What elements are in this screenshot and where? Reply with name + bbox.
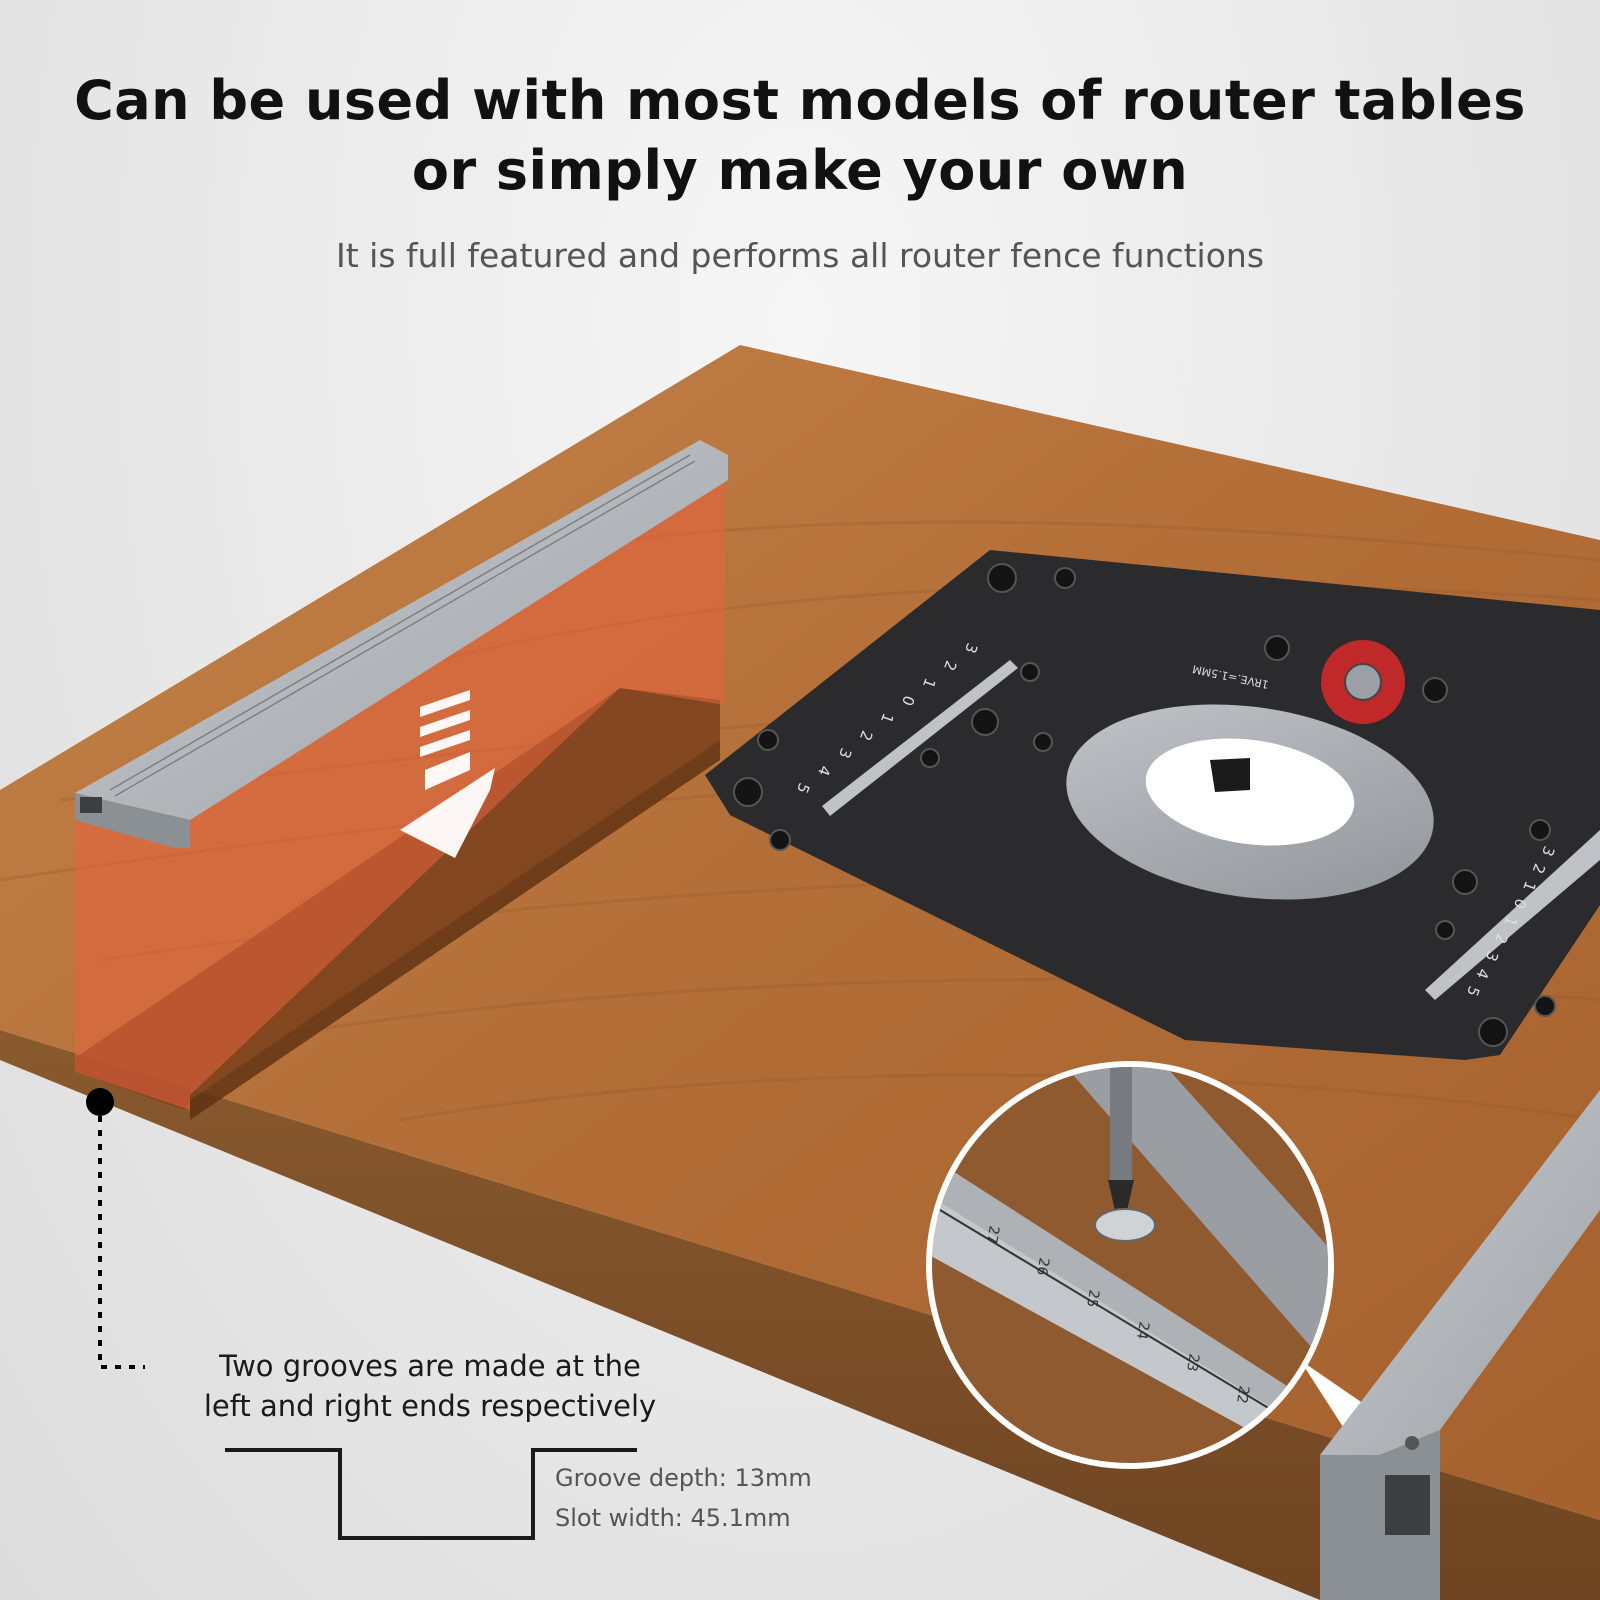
fence-left-end-slot xyxy=(80,797,102,813)
zoom-ruler-label: 26 xyxy=(1033,1256,1052,1276)
zoom-ruler-label: 25 xyxy=(1083,1288,1102,1308)
table-edge xyxy=(0,1030,1600,1600)
zoom-ruler-label: 24 xyxy=(1133,1320,1152,1340)
insert-ring xyxy=(1066,704,1434,900)
slot-width-spec: Slot width: 45.1mm xyxy=(555,1504,791,1532)
zoom-ruler-label: 23 xyxy=(1183,1352,1202,1372)
subheadline: It is full featured and performs all rou… xyxy=(335,236,1265,275)
headline-line-1: Can be used with most models of router t… xyxy=(74,69,1526,132)
height-dial xyxy=(1321,640,1405,724)
groove-depth-spec: Groove depth: 13mm xyxy=(555,1464,812,1492)
plate-ruler-left xyxy=(822,660,1018,816)
fence-left-ruler-ticks xyxy=(109,454,696,797)
down-arrow-icon xyxy=(400,690,495,858)
screwdriver-shaft xyxy=(1110,1067,1132,1180)
headline-line-2: or simply make your own xyxy=(411,139,1189,202)
groove-highlight xyxy=(75,470,725,1110)
groove-wall xyxy=(190,740,720,1120)
screw-head xyxy=(1094,1208,1156,1242)
zoom-ruler-label: 22 xyxy=(1233,1384,1252,1404)
plate-ruler-right xyxy=(1425,830,1600,1000)
fence-right-top xyxy=(1320,1090,1600,1455)
groove-profile-diagram xyxy=(225,1448,637,1540)
zoom-ruler-label: 27 xyxy=(983,1224,1002,1244)
fence-right-end-slot xyxy=(1385,1475,1430,1535)
fence-right-front xyxy=(1320,1430,1440,1600)
zoom-inset: 27 26 25 24 23 22 xyxy=(926,1061,1380,1469)
callout-pointer xyxy=(86,1088,145,1369)
plate-holes xyxy=(733,563,1556,1047)
callout-line-1: Two grooves are made at the xyxy=(219,1349,641,1383)
fence-left-front xyxy=(75,793,190,848)
callout-line-2: left and right ends respectively xyxy=(203,1389,657,1423)
